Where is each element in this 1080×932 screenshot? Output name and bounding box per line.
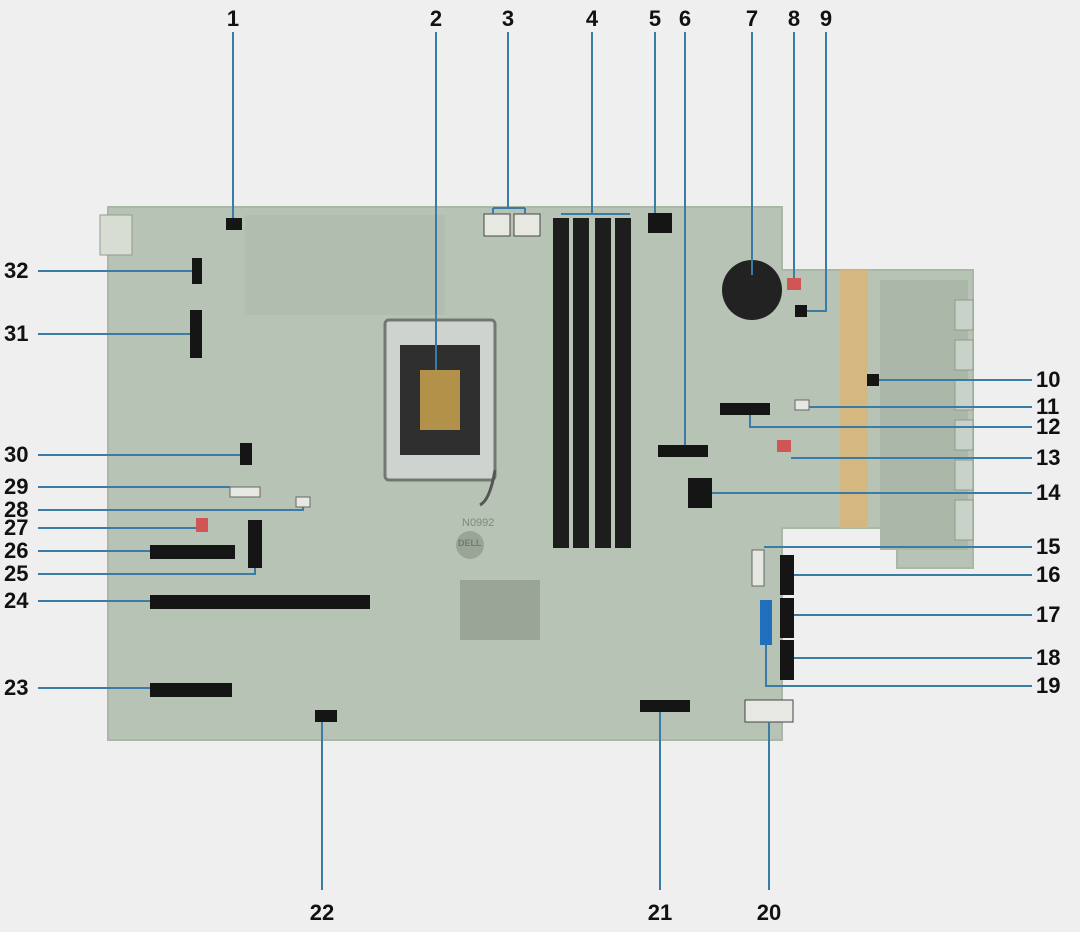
callout-4: 4 [585, 6, 599, 31]
sata-16 [780, 555, 794, 595]
leader-9 [807, 32, 827, 312]
callout-18: 18 [1036, 645, 1061, 670]
callout-9: 9 [819, 6, 833, 31]
callout-24: 24 [4, 588, 29, 613]
leader-28 [38, 507, 304, 511]
board-brand-label: DELL [458, 538, 482, 548]
sata-19-blue [760, 600, 772, 645]
power-connector-14 [688, 478, 712, 508]
callout-14: 14 [1036, 480, 1061, 505]
red-header-13 [777, 440, 791, 452]
front-panel-header [648, 213, 672, 233]
callout-1: 1 [226, 6, 240, 31]
red-header-8 [787, 278, 801, 290]
callout-21: 21 [647, 900, 673, 925]
callout-15: 15 [1036, 534, 1061, 559]
cpu-socket-pins [420, 370, 460, 430]
cpu-power-connector-a [483, 213, 511, 237]
leader-19 [765, 645, 1032, 687]
sata-15 [751, 549, 765, 587]
callout-32: 32 [4, 258, 29, 283]
rear-usb-1 [954, 299, 974, 331]
m2-slot-25 [248, 520, 262, 568]
callout-5: 5 [648, 6, 662, 31]
vrm-area [245, 215, 445, 315]
sata-18 [780, 640, 794, 680]
callout-17: 17 [1036, 602, 1061, 627]
chipset [460, 580, 540, 640]
callout-30: 30 [4, 442, 29, 467]
sata-17 [780, 598, 794, 638]
board-model-label: N0992 [462, 517, 495, 529]
m2-slot-12 [720, 403, 770, 415]
leader-25 [38, 568, 256, 575]
callout-26: 26 [4, 538, 29, 563]
callout-16: 16 [1036, 562, 1061, 587]
rear-usb-4 [954, 419, 974, 451]
top-fan-header [226, 218, 242, 230]
callout-28: 28 [4, 497, 29, 522]
cpu-power-connector-b [513, 213, 541, 237]
cpu-lever [479, 469, 497, 507]
leader-4 [561, 32, 630, 215]
header-11 [794, 399, 810, 411]
callout-19: 19 [1036, 673, 1061, 698]
black-header-9 [795, 305, 807, 317]
dimm-slot-3 [595, 218, 611, 548]
header-32 [192, 258, 202, 284]
callout-2: 2 [429, 6, 443, 31]
callout-12: 12 [1036, 414, 1061, 439]
callout-29: 29 [4, 474, 29, 499]
rear-usb-5 [954, 459, 974, 491]
dimm-slot-4 [615, 218, 631, 548]
callout-11: 11 [1036, 394, 1060, 419]
header-29 [229, 486, 261, 498]
callout-7: 7 [745, 6, 759, 31]
m2-slot-21 [640, 700, 690, 712]
callout-22: 22 [309, 900, 335, 925]
rear-usb-6 [954, 499, 974, 541]
pcie-slot-24 [150, 595, 370, 609]
left-io-port [99, 214, 133, 256]
atx-power-20 [744, 699, 794, 723]
leader-lines [38, 32, 1032, 890]
rear-usb-2 [954, 339, 974, 371]
coin-cell-battery [722, 260, 782, 320]
io-shield-strip [840, 270, 868, 528]
header-10 [867, 374, 879, 386]
dimm-slot-1 [553, 218, 569, 548]
header-28 [295, 496, 311, 508]
callout-3: 3 [501, 6, 515, 31]
leader-12 [749, 415, 1032, 428]
header-31 [190, 310, 202, 358]
pcie-slot-26 [150, 545, 235, 559]
callout-10: 10 [1036, 367, 1061, 392]
leader-3 [492, 32, 526, 214]
callout-13: 13 [1036, 445, 1061, 470]
callout-20: 20 [756, 900, 782, 925]
callout-25: 25 [4, 561, 29, 586]
callout-8: 8 [787, 6, 801, 31]
rear-usb-3 [954, 379, 974, 411]
callout-23: 23 [4, 675, 29, 700]
red-header-27 [196, 518, 208, 532]
m2-slot-6 [658, 445, 708, 457]
callout-27: 27 [4, 515, 29, 540]
header-30 [240, 443, 252, 465]
dimm-slot-2 [573, 218, 589, 548]
callout-6: 6 [678, 6, 692, 31]
callout-31: 31 [4, 321, 29, 346]
rear-io-area [880, 280, 968, 550]
dell-logo [456, 531, 484, 559]
pcie-slot-23 [150, 683, 232, 697]
header-22 [315, 710, 337, 722]
